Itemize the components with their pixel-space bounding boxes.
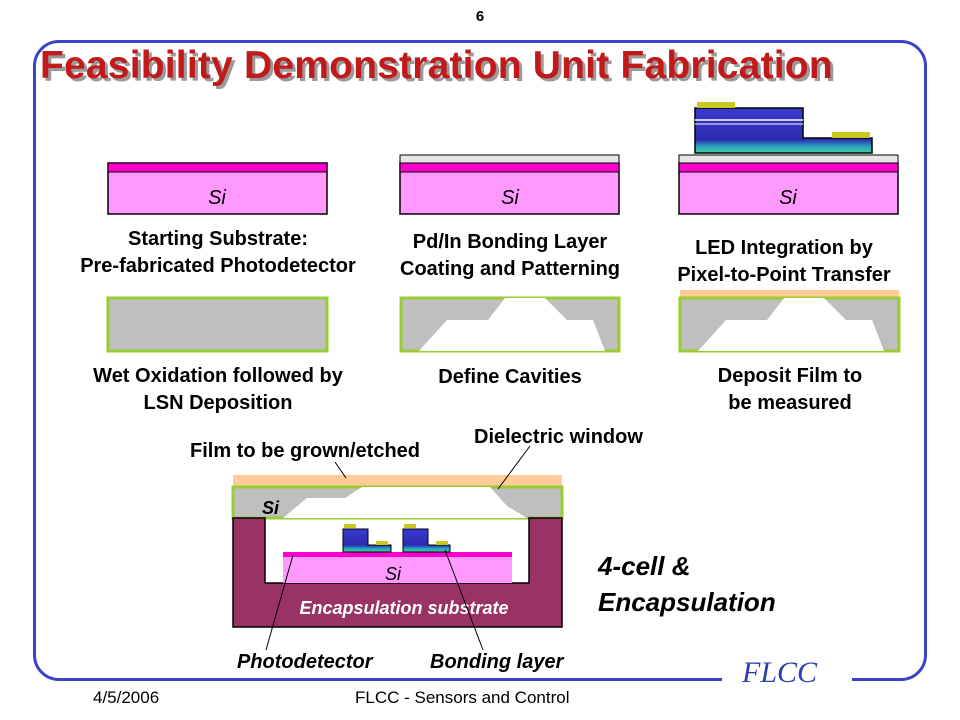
step1-caption-line1: Starting Substrate: xyxy=(127,228,309,250)
step1-caption: Starting Substrate: Pre-fabricated Photo… xyxy=(58,226,378,280)
step5-caption: Define Cavities xyxy=(380,364,640,391)
step1-substrate: Si xyxy=(107,162,328,215)
step3-led-chip xyxy=(694,102,873,154)
step6-caption-line2: be measured xyxy=(728,392,852,414)
film-leader xyxy=(334,461,347,479)
slide-title: Feasibility Demonstration Unit Fabricati… xyxy=(40,44,833,87)
step4-caption-line1: Wet Oxidation followed by xyxy=(93,365,343,387)
step3-contact-right xyxy=(832,132,870,138)
step6-wafer xyxy=(678,290,901,353)
step3-si-label: Si xyxy=(779,187,797,209)
four-cell-label-line1: 4-cell & xyxy=(598,551,691,581)
encapsulation-substrate xyxy=(232,517,563,628)
step3-substrate: Si xyxy=(678,102,899,215)
step6-caption: Deposit Film to be measured xyxy=(660,363,920,417)
assembly-inner-si: Si xyxy=(385,564,402,584)
frame-gap xyxy=(722,670,852,690)
four-cell-label-line2: Encapsulation xyxy=(598,587,776,617)
step3-contact-top xyxy=(697,102,735,108)
inner-si xyxy=(283,556,512,583)
step2-si-label: Si xyxy=(501,187,519,209)
film-label: Film to be grown/etched xyxy=(190,440,421,462)
step1-caption-line2: Pre-fabricated Photodetector xyxy=(80,255,356,277)
step3-caption-line2: Pixel-to-Point Transfer xyxy=(677,264,891,286)
step4-caption-line2: LSN Deposition xyxy=(143,392,293,414)
step3-caption-line1: LED Integration by xyxy=(695,237,873,259)
bonding-leader xyxy=(444,549,484,651)
assembly-diagram: Si Si Encapsulation substrate xyxy=(231,445,564,651)
slide-number: 6 xyxy=(475,8,485,25)
step6-caption-line1: Deposit Film to xyxy=(717,365,863,387)
dielectric-window-label: Dielectric window xyxy=(474,426,643,448)
assembly-top-si: Si xyxy=(262,498,280,518)
footer-center: FLCC - Sensors and Control xyxy=(355,688,570,707)
assembly-led-left xyxy=(342,524,392,553)
flcc-logo: FLCC xyxy=(742,656,818,689)
step2-caption-line1: Pd/In Bonding Layer xyxy=(412,231,608,253)
encapsulation-label: Encapsulation substrate xyxy=(299,598,508,618)
step2-caption-line2: Coating and Patterning xyxy=(400,258,620,280)
step2-caption: Pd/In Bonding Layer Coating and Patterni… xyxy=(355,229,665,283)
step5-wafer xyxy=(399,296,621,353)
footer-date: 4/5/2006 xyxy=(93,688,160,707)
step2-substrate: Si xyxy=(399,154,620,215)
slide-frame xyxy=(33,40,927,681)
assembly-led-right xyxy=(402,524,451,553)
bonding-layer-label: Bonding layer xyxy=(430,651,564,673)
step5-caption-line1: Define Cavities xyxy=(438,366,582,388)
step1-si-label: Si xyxy=(208,187,226,209)
step6-film xyxy=(680,290,899,298)
photodetector-label: Photodetector xyxy=(237,651,373,673)
step4-caption: Wet Oxidation followed by LSN Deposition xyxy=(58,363,378,417)
window-leader xyxy=(497,445,531,490)
step2-bonding-layer xyxy=(399,154,620,164)
four-cell-label: 4-cell & Encapsulation xyxy=(598,548,776,620)
step3-caption: LED Integration by Pixel-to-Point Transf… xyxy=(634,235,934,289)
assembly-film xyxy=(233,475,562,487)
step4-wafer xyxy=(106,296,329,353)
photodetector-leader xyxy=(265,554,294,651)
